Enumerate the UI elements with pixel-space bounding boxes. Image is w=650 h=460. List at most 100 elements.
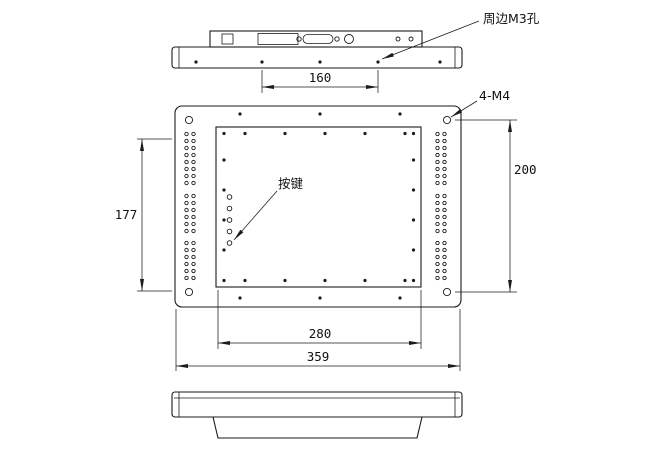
vent-hole (435, 228, 440, 234)
vent-hole (442, 207, 447, 213)
vent-hole (442, 152, 447, 158)
m3-hole (318, 296, 322, 300)
vent-hole (191, 166, 196, 172)
vent-hole (191, 275, 196, 281)
vent-hole (435, 173, 440, 179)
screw-hole (411, 218, 416, 222)
vent-hole (184, 221, 189, 227)
vent-hole (184, 173, 189, 179)
rear-housing (212, 416, 423, 439)
vent-hole (191, 173, 196, 179)
screw-hole (222, 248, 226, 252)
m3-hole (438, 60, 442, 64)
vent-hole (184, 131, 189, 137)
top-view-body (171, 46, 463, 69)
dim-160: 160 (261, 70, 379, 93)
screw-hole (283, 131, 287, 136)
dim-280: 280 (217, 290, 422, 349)
dim-177-label: 177 (115, 207, 138, 222)
vent-hole (435, 261, 440, 267)
bottom-view-body (171, 391, 463, 418)
vent-hole (442, 200, 447, 206)
audio-connector (344, 34, 354, 44)
small-hole-2 (408, 36, 414, 42)
vent-hole (184, 268, 189, 274)
m3-hole (318, 112, 322, 116)
vga-connector (302, 34, 334, 44)
vent-hole (442, 275, 447, 281)
bezel-outline (174, 105, 462, 308)
m3-holes-label: 周边M3孔 (483, 11, 540, 26)
vent-hole (442, 145, 447, 151)
vent-hole (442, 193, 447, 199)
vent-hole (435, 145, 440, 151)
vent-hole (184, 247, 189, 253)
vent-hole (435, 131, 440, 137)
mounting-hole-top-right (442, 115, 452, 125)
screw-hole (411, 188, 416, 192)
vent-hole (442, 268, 447, 274)
screw-hole (411, 131, 416, 136)
vent-hole (191, 261, 196, 267)
vent-hole (435, 138, 440, 144)
screw-hole (323, 131, 327, 136)
peripheral-screw-holes (222, 112, 416, 300)
connector-recess (209, 30, 423, 48)
top-view (171, 30, 463, 69)
vent-hole (442, 131, 447, 137)
vent-hole (191, 138, 196, 144)
vent-hole (184, 214, 189, 220)
screw-hole (222, 188, 226, 192)
buttons-label: 按键 (278, 176, 304, 191)
vent-hole (184, 166, 189, 172)
m3-hole (260, 60, 264, 64)
screen-opening (215, 126, 422, 288)
vent-hole (442, 159, 447, 165)
dvi-connector (257, 33, 299, 45)
m3-hole (238, 296, 242, 300)
dim-359-label: 359 (307, 349, 330, 364)
vent-hole (435, 214, 440, 220)
vent-hole (184, 200, 189, 206)
osd-button (226, 205, 233, 212)
screw-hole (403, 278, 407, 283)
vent-holes-left (184, 131, 196, 281)
m3-hole (194, 60, 198, 64)
vent-hole (184, 228, 189, 234)
vent-hole (435, 207, 440, 213)
screw-hole (222, 278, 226, 283)
vent-hole (191, 145, 196, 151)
vent-hole (435, 159, 440, 165)
m3-hole (376, 60, 380, 64)
dim-200-label: 200 (514, 162, 537, 177)
vent-hole (191, 159, 196, 165)
vent-hole (442, 254, 447, 260)
vent-hole (435, 193, 440, 199)
vent-hole (442, 228, 447, 234)
vent-hole (435, 268, 440, 274)
osd-button (226, 228, 233, 235)
vent-hole (184, 207, 189, 213)
osd-button (226, 194, 233, 200)
mounting-hole-bottom-left (184, 287, 194, 297)
vent-hole (191, 240, 196, 246)
vent-hole (184, 145, 189, 151)
screw-hole (222, 218, 226, 222)
bottom-view (171, 391, 463, 439)
vent-hole (191, 200, 196, 206)
vent-hole (442, 180, 447, 186)
annotation-buttons: 按键 (233, 176, 304, 241)
vent-hole (191, 193, 196, 199)
vent-hole (435, 152, 440, 158)
leader-line (233, 190, 278, 241)
vent-hole (435, 240, 440, 246)
small-hole-1 (395, 36, 401, 42)
vga-screw-left (296, 36, 302, 42)
vga-screw-right (334, 36, 340, 42)
vent-hole (435, 275, 440, 281)
vent-hole (442, 138, 447, 144)
vent-hole (184, 275, 189, 281)
power-connector (221, 33, 234, 45)
vent-hole (191, 221, 196, 227)
